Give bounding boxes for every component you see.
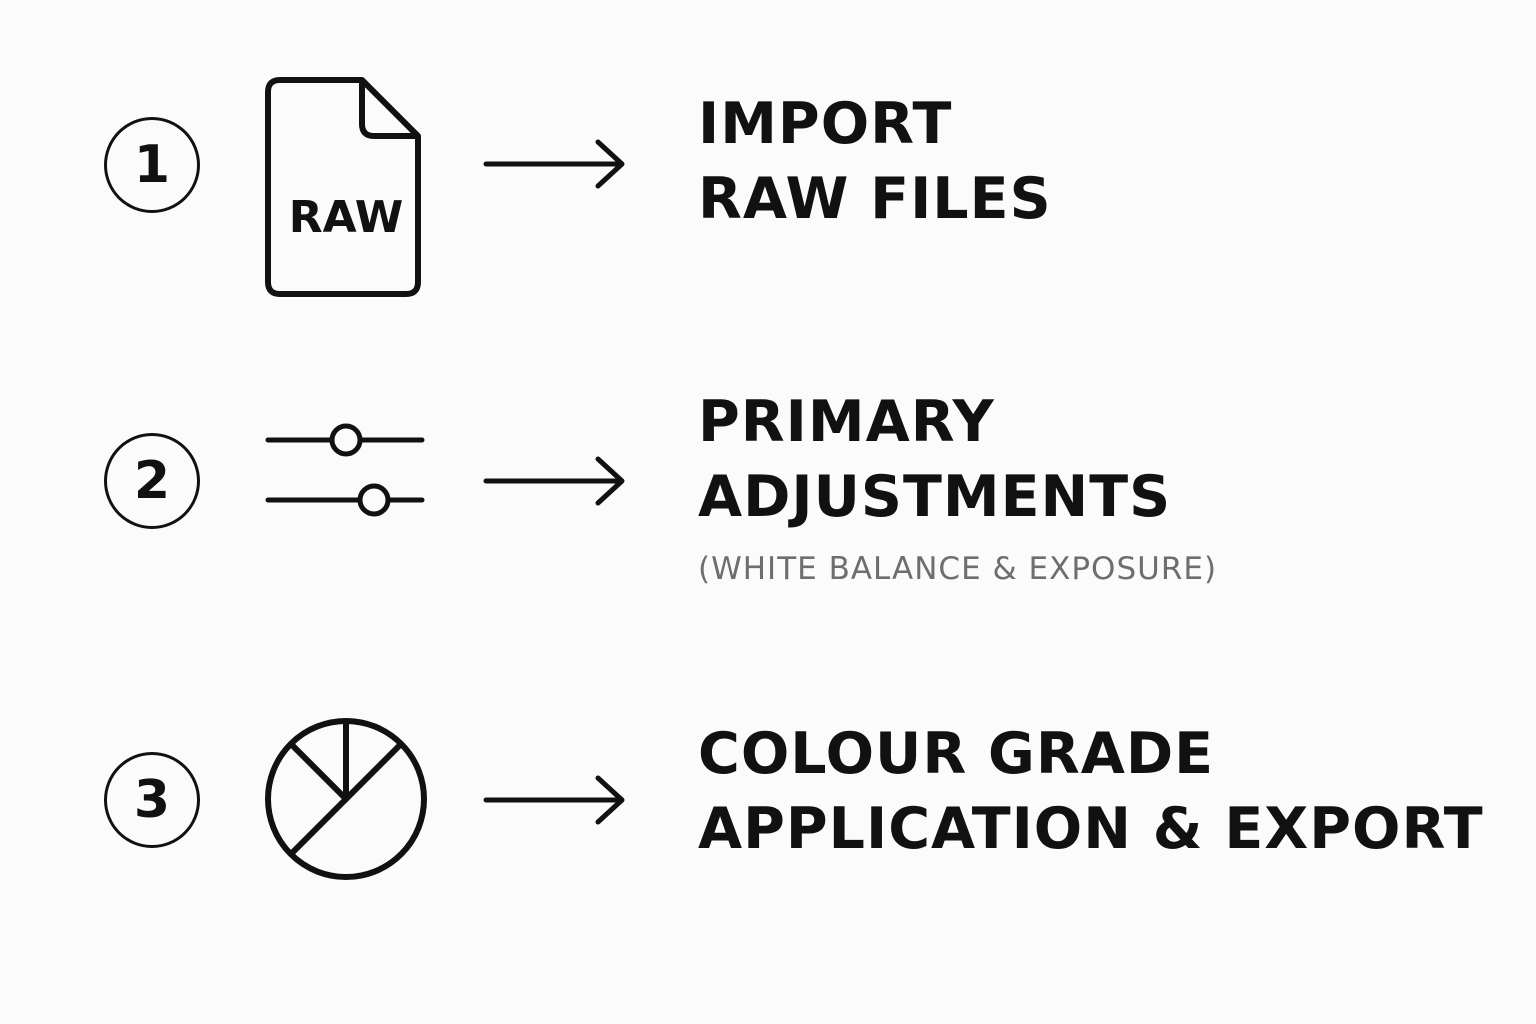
step-3: 3 COLOUR GRADE APPLICATION & EXPORT <box>0 660 1536 920</box>
step-title-2-line-2: ADJUSTMENTS <box>698 464 1172 530</box>
step-title-1-line-1: IMPORT <box>698 91 953 157</box>
sliders-icon <box>265 423 425 517</box>
step-subtitle-2: (WHITE BALANCE & EXPOSURE) <box>698 551 1218 587</box>
step-title-2-line-1: PRIMARY <box>698 389 995 455</box>
step-title-1: IMPORT RAW FILES <box>698 87 1052 237</box>
step-2: 2 PRIMARY ADJUSTMENTS (WHITE BALANCE & E… <box>0 330 1536 590</box>
step-title-1-line-2: RAW FILES <box>698 166 1052 232</box>
arrow-icon <box>483 456 625 506</box>
step-title-3-line-2: APPLICATION & EXPORT <box>698 796 1484 862</box>
step-title-2: PRIMARY ADJUSTMENTS (WHITE BALANCE & EXP… <box>698 385 1217 589</box>
raw-label: RAW <box>289 192 404 243</box>
step-title-3: COLOUR GRADE APPLICATION & EXPORT <box>698 717 1484 867</box>
arrow-icon <box>483 775 625 825</box>
step-number-3: 3 <box>104 752 200 848</box>
colour-wheel-icon <box>265 718 427 880</box>
step-title-3-line-1: COLOUR GRADE <box>698 721 1215 787</box>
step-number-2: 2 <box>104 433 200 529</box>
raw-file-icon: RAW <box>265 77 421 297</box>
step-number-1: 1 <box>104 117 200 213</box>
arrow-icon <box>483 139 625 189</box>
step-1: 1 RAW IMPORT RAW FILES <box>0 30 1536 297</box>
